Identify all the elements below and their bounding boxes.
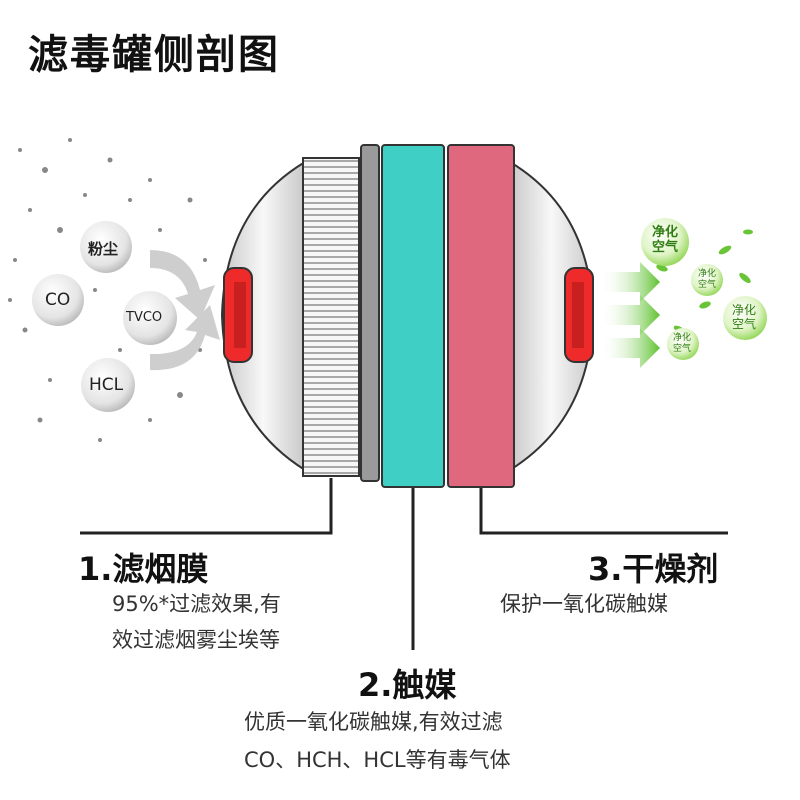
layer-2-line-1: 优质一氧化碳触媒,有效过滤 (244, 710, 503, 734)
clean-label-4: 净化空气 (673, 333, 691, 355)
clean-label-1: 净化空气 (652, 225, 678, 255)
pollutant-bubbles (32, 221, 177, 412)
inflow-arrows (150, 250, 220, 371)
clean-label-2: 净化空气 (698, 269, 716, 291)
clean-label-2-line-2: 空气 (698, 280, 717, 290)
pollutant-label-hcl: HCL (89, 375, 124, 395)
clean-bubble-1 (641, 218, 689, 266)
layer-1-line-2: 效过滤烟雾尘埃等 (112, 628, 280, 652)
clean-label-3-line-2: 空气 (732, 317, 757, 331)
leaves (656, 229, 753, 335)
clean-label-2-line-1: 净化 (698, 269, 717, 279)
layer-plate (360, 144, 380, 482)
clean-label-3-line-1: 净化 (732, 303, 757, 317)
layer-1-heading: 1.滤烟膜 (78, 550, 209, 588)
layer-catalyst (381, 144, 445, 488)
clean-air-bubbles (641, 218, 767, 360)
layer-2-heading: 2.触媒 (358, 666, 457, 704)
layer-desiccant (447, 144, 515, 488)
clean-bubble-4 (667, 328, 699, 360)
clean-label-1-line-2: 空气 (652, 240, 679, 255)
canister-shell (220, 160, 595, 472)
pollutant-label-tvco: TVCO (126, 310, 163, 325)
clean-label-1-line-1: 净化 (652, 225, 679, 240)
bubble-co (32, 274, 84, 326)
clean-label-4-line-2: 空气 (673, 344, 692, 354)
layer-3-heading: 3.干燥剂 (588, 550, 719, 588)
outflow-arrows (600, 262, 660, 368)
clean-bubble-2 (691, 264, 723, 296)
dust-cloud (8, 138, 207, 442)
page-title: 滤毒罐侧剖图 (28, 32, 280, 78)
layer-1-line-1: 95%*过滤效果,有 (112, 592, 281, 616)
layer-2-line-2: CO、HCH、HCL等有毒气体 (244, 748, 511, 772)
bubble-tvco (123, 291, 177, 345)
clean-label-4-line-1: 净化 (673, 333, 692, 343)
clean-bubble-3 (723, 296, 767, 340)
pollutant-label-dust: 粉尘 (88, 240, 119, 258)
bubble-hcl (81, 358, 135, 412)
layer-3-line-1: 保护一氧化碳触媒 (500, 592, 668, 616)
pollutant-label-co: CO (45, 290, 71, 310)
layer-membrane (302, 157, 360, 477)
bubble-dust (80, 221, 132, 273)
clean-label-3: 净化空气 (732, 303, 756, 331)
leader-lines (80, 478, 728, 650)
